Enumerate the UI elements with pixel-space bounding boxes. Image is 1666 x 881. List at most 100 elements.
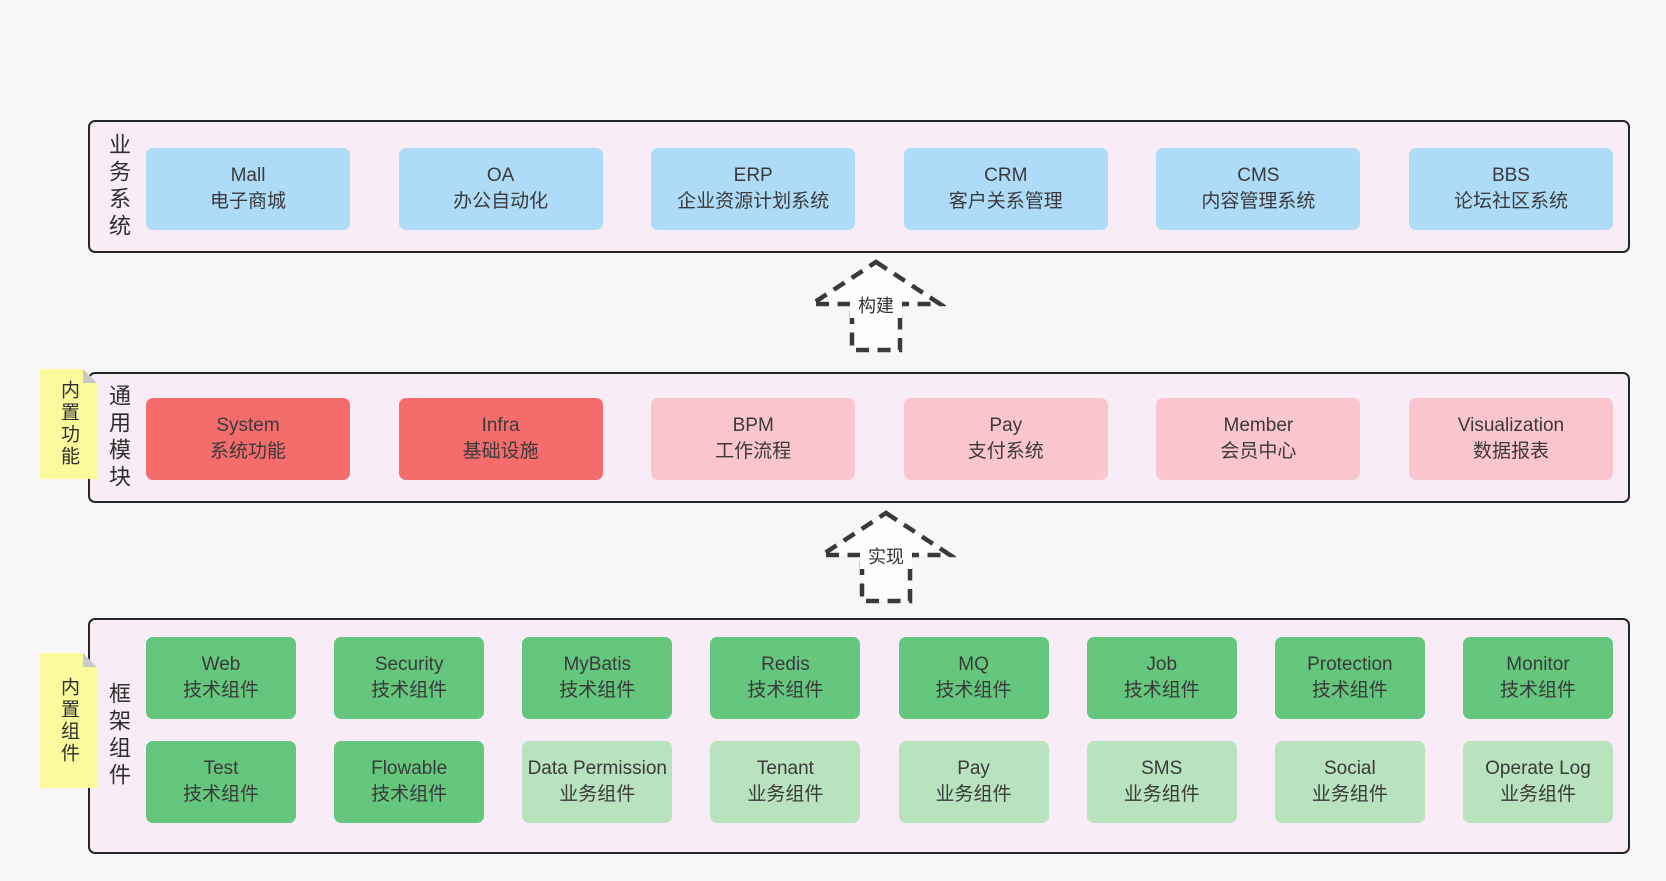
box-system: System 系统功能 [146, 398, 350, 480]
box-title: MyBatis [563, 654, 632, 675]
box-subtitle: 业务组件 [1499, 784, 1576, 805]
arrow-implement: 实现 [814, 509, 958, 610]
box-subtitle: 技术组件 [371, 680, 448, 701]
box-title: Operate Log [1485, 758, 1591, 779]
box-subtitle: 技术组件 [1499, 680, 1576, 701]
box-subtitle: 论坛社区系统 [1453, 191, 1568, 212]
box-title: Flowable [371, 758, 448, 779]
box-title: Tenant [756, 758, 814, 779]
box-title: Social [1323, 758, 1376, 779]
box-subtitle: 业务组件 [559, 784, 636, 805]
box-data-permission: Data Permission 业务组件 [522, 741, 673, 823]
box-sms: SMS 业务组件 [1086, 741, 1237, 823]
box-cms: CMS 内容管理系统 [1156, 148, 1361, 230]
box-title: Protection [1307, 654, 1393, 675]
box-pay: Pay 支付系统 [903, 398, 1108, 480]
box-subtitle: 支付系统 [967, 441, 1044, 462]
box-subtitle: 业务组件 [1311, 784, 1388, 805]
panel-business-systems-label: 业务系统 [106, 132, 131, 241]
box-test: Test 技术组件 [146, 741, 296, 823]
box-title: Job [1146, 654, 1178, 675]
box-subtitle: 技术组件 [1123, 680, 1200, 701]
box-bbs: BBS 论坛社区系统 [1408, 148, 1613, 230]
box-subtitle: 技术组件 [371, 784, 448, 805]
panel-common-modules-label: 通用模块 [106, 383, 131, 492]
box-flowable: Flowable 技术组件 [334, 741, 485, 823]
box-title: OA [486, 165, 515, 186]
box-monitor: Monitor 技术组件 [1462, 637, 1613, 719]
arrow-implement-label: 实现 [868, 547, 904, 567]
box-web: Web 技术组件 [146, 637, 296, 719]
box-subtitle: 工作流程 [715, 441, 792, 462]
box-title: Mall [230, 165, 266, 186]
box-subtitle: 基础设施 [462, 441, 539, 462]
box-title: CRM [984, 165, 1028, 186]
box-title: SMS [1141, 758, 1183, 779]
box-subtitle: 数据报表 [1472, 441, 1549, 462]
box-subtitle: 技术组件 [559, 680, 636, 701]
box-subtitle: 业务组件 [747, 784, 824, 805]
box-subtitle: 技术组件 [935, 680, 1012, 701]
box-subtitle: 内容管理系统 [1201, 191, 1316, 212]
box-title: Infra [481, 415, 520, 436]
box-mq: MQ 技术组件 [898, 637, 1049, 719]
box-title: Monitor [1506, 654, 1570, 675]
box-protection: Protection 技术组件 [1274, 637, 1425, 719]
box-operate-log: Operate Log 业务组件 [1462, 741, 1613, 823]
box-title: Web [201, 654, 241, 675]
box-title: Member [1223, 415, 1294, 436]
box-subtitle: 技术组件 [1311, 680, 1388, 701]
box-title: CMS [1237, 165, 1280, 186]
box-title: Data Permission [527, 758, 667, 779]
dashed-up-arrow-icon: 构建 [804, 259, 948, 353]
box-title: MQ [958, 654, 989, 675]
panel-common-modules: 通用模块 System 系统功能 Infra 基础设施 BPM 工作流程 Pay 支付系统 Me… [88, 372, 1630, 503]
sticky-note-builtin-components: 内置组件 [40, 653, 97, 788]
sticky-note-builtin-components-label: 内置组件 [58, 676, 79, 765]
box-subtitle: 系统功能 [209, 441, 286, 462]
box-mall: Mall 电子商城 [146, 148, 350, 230]
box-title: System [216, 415, 280, 436]
box-subtitle: 技术组件 [747, 680, 824, 701]
box-subtitle: 企业资源计划系统 [677, 191, 830, 212]
panel-common-modules-rows: System 系统功能 Infra 基础设施 BPM 工作流程 Pay 支付系统 Member 会… [146, 374, 1613, 501]
box-subtitle: 技术组件 [182, 680, 259, 701]
box-title: BPM [732, 415, 774, 436]
box-title: Visualization [1457, 415, 1565, 436]
box-bpm: BPM 工作流程 [651, 398, 856, 480]
box-title: Test [203, 758, 239, 779]
box-subtitle: 客户关系管理 [948, 191, 1063, 212]
box-visualization: Visualization 数据报表 [1408, 398, 1613, 480]
sticky-note-builtin-features-label: 内置功能 [58, 380, 79, 468]
box-title: BBS [1491, 165, 1530, 186]
box-crm: CRM 客户关系管理 [903, 148, 1108, 230]
arrow-build-label: 构建 [858, 296, 894, 316]
box-erp: ERP 企业资源计划系统 [651, 148, 856, 230]
box-title: ERP [733, 165, 773, 186]
box-subtitle: 技术组件 [182, 784, 259, 805]
arrow-build: 构建 [804, 258, 948, 359]
box-job: Job 技术组件 [1086, 637, 1237, 719]
box-subtitle: 电子商城 [209, 191, 286, 212]
box-subtitle: 会员中心 [1220, 441, 1297, 462]
box-social: Social 业务组件 [1274, 741, 1425, 823]
panel-framework-components-label: 框架组件 [106, 682, 131, 790]
box-infra: Infra 基础设施 [398, 398, 603, 480]
box-tenant: Tenant 业务组件 [710, 741, 861, 823]
box-subtitle: 业务组件 [1123, 784, 1200, 805]
box-mybatis: MyBatis 技术组件 [522, 637, 673, 719]
box-title: Pay [957, 758, 990, 779]
box-member: Member 会员中心 [1156, 398, 1361, 480]
box-title: Pay [989, 415, 1023, 436]
dashed-up-arrow-icon: 实现 [814, 510, 958, 604]
